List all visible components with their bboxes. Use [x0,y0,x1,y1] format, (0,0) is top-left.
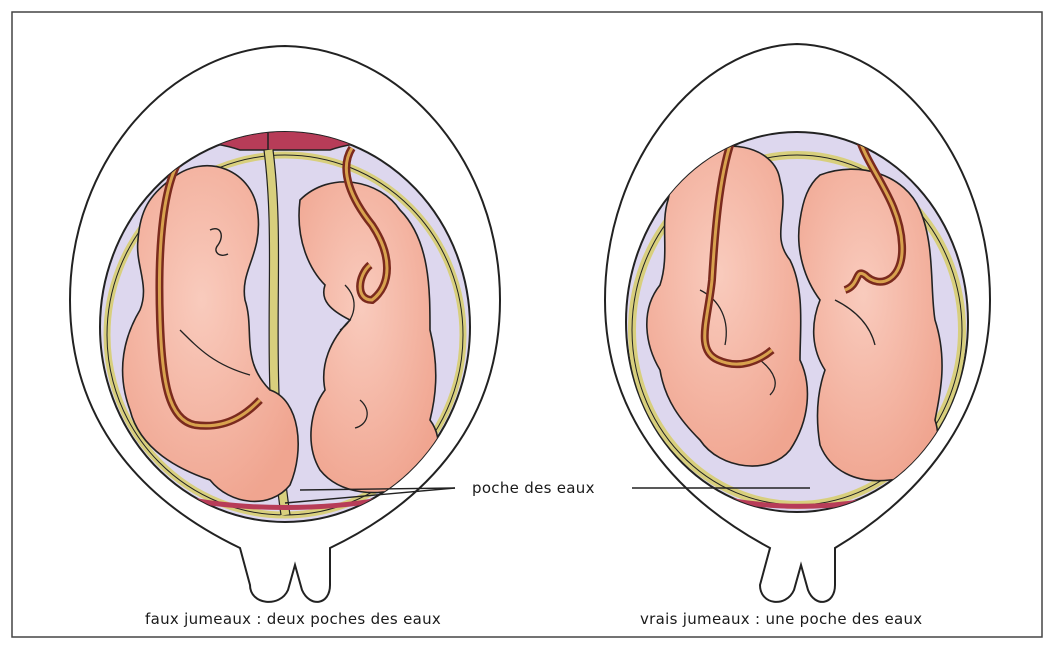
left-caption: faux jumeaux : deux poches des eaux [145,610,441,628]
membrane-label: poche des eaux [472,479,595,497]
right-caption: vrais jumeaux : une poche des eaux [640,610,922,628]
